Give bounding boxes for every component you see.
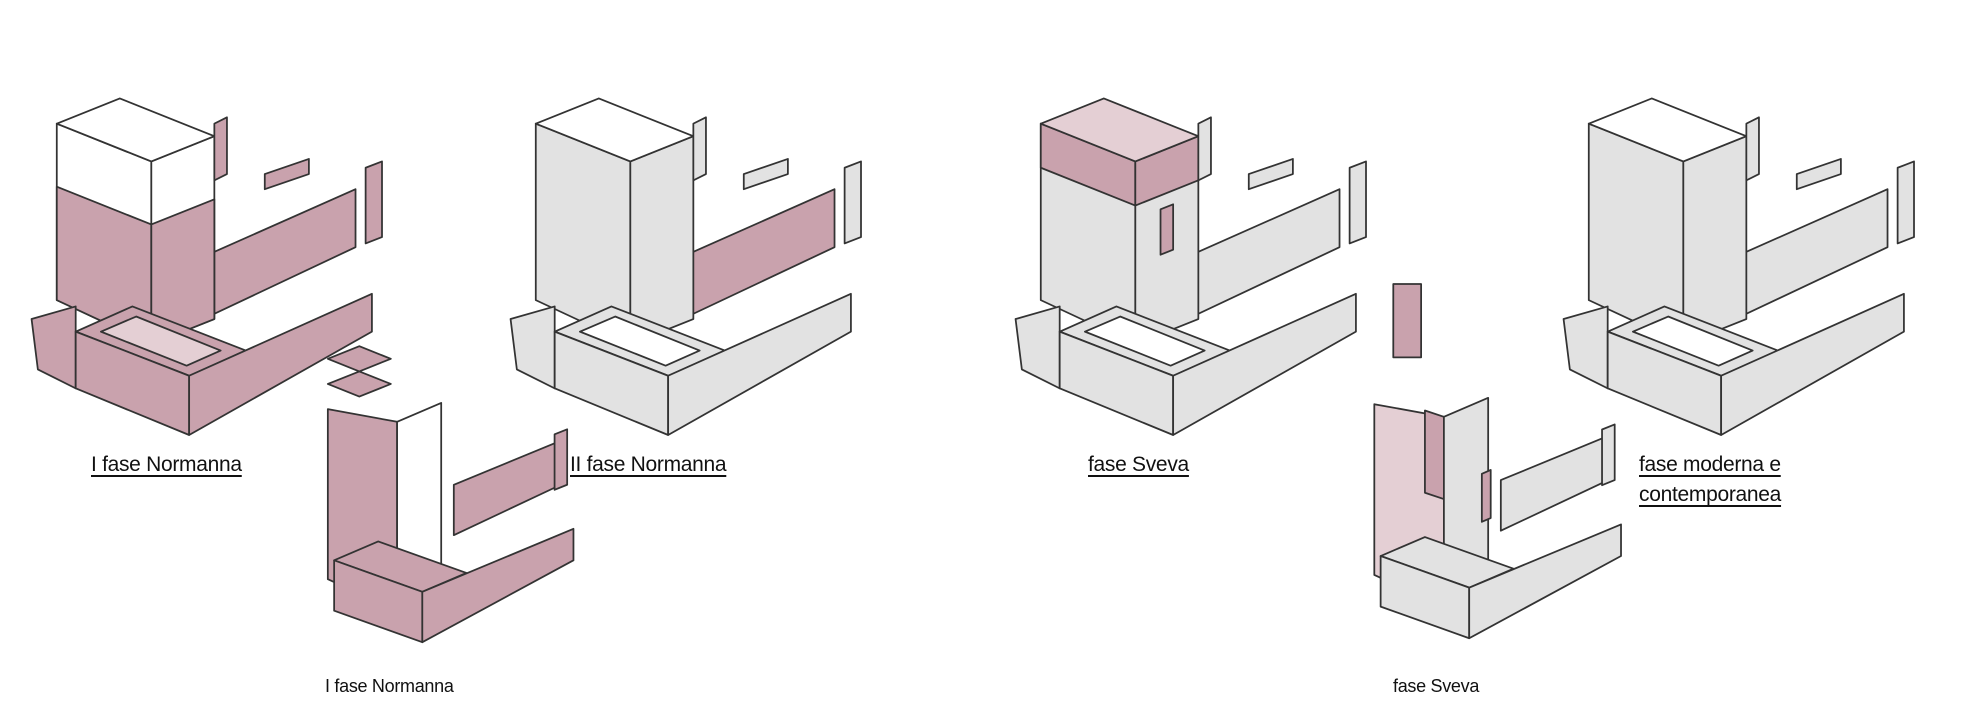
- phase-label-i-fase-normanna: I fase Normanna: [91, 453, 242, 476]
- phase-label-line-2: contemporanea: [1639, 483, 1782, 506]
- phase-label-fase-moderna: fase moderna e contemporanea: [1639, 450, 1781, 510]
- detail-section-phase-1-normanna: [302, 321, 593, 680]
- phase-label-line-1: fase moderna e: [1639, 453, 1781, 476]
- detail-caption-fase-sveva: fase Sveva: [1393, 676, 1480, 696]
- castle-axonometry-phase-1-normanna: [25, 48, 410, 436]
- phase-label-ii-fase-normanna: II fase Normanna: [570, 453, 727, 476]
- castle-axonometry-phase-sveva: [1009, 48, 1394, 436]
- castle-axonometry-phase-modern: [1557, 48, 1942, 436]
- detail-section-phase-sveva: [1349, 283, 1640, 680]
- phase-label-fase-sveva: fase Sveva: [1088, 453, 1189, 476]
- detail-caption-i-fase-normanna: I fase Normanna: [325, 676, 454, 696]
- castle-axonometry-phase-2-normanna: [504, 48, 889, 436]
